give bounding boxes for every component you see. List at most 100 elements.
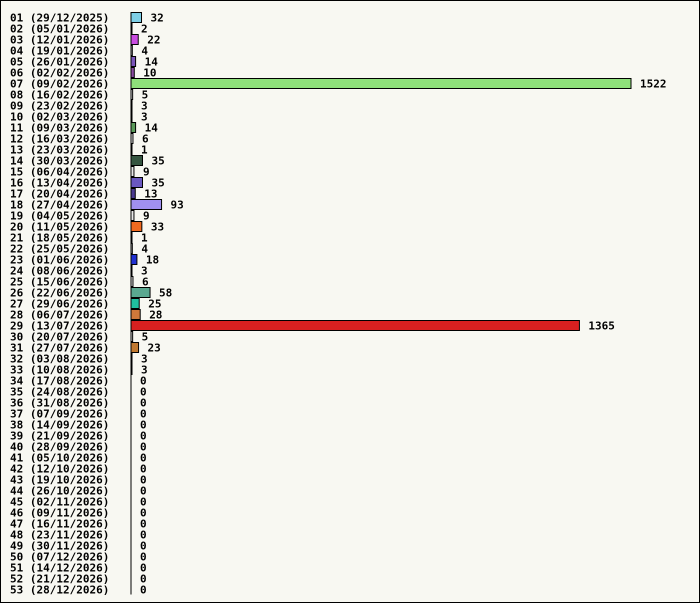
value-label: 14 [145, 56, 159, 69]
category-label: 27 (29/06/2026) [10, 298, 109, 311]
category-label: 50 (07/12/2026) [10, 551, 109, 564]
category-label: 30 (20/07/2026) [10, 331, 109, 344]
value-label: 35 [151, 155, 164, 168]
bar [130, 221, 143, 232]
value-label: 0 [140, 584, 147, 597]
category-label: 53 (28/12/2026) [10, 584, 109, 597]
value-label: 0 [140, 474, 147, 487]
bar [130, 155, 143, 166]
value-label: 6 [142, 133, 149, 146]
value-label: 0 [140, 496, 147, 509]
bar [130, 320, 580, 331]
value-label: 0 [140, 507, 147, 520]
bar [130, 122, 137, 133]
category-label: 32 (03/08/2026) [10, 353, 109, 366]
value-label: 0 [140, 518, 147, 531]
category-label: 17 (20/04/2026) [10, 188, 109, 201]
value-label: 9 [143, 166, 150, 179]
category-label: 49 (30/11/2026) [10, 540, 109, 553]
value-label: 3 [141, 364, 148, 377]
category-label: 09 (23/02/2026) [10, 100, 109, 113]
category-label: 20 (11/05/2026) [10, 221, 109, 234]
category-label: 40 (28/09/2026) [10, 441, 109, 454]
category-label: 15 (06/04/2026) [10, 166, 109, 179]
category-label: 23 (01/06/2026) [10, 254, 109, 267]
category-label: 08 (16/02/2026) [10, 89, 109, 102]
value-label: 25 [148, 298, 161, 311]
category-label: 04 (19/01/2026) [10, 45, 109, 58]
value-label: 0 [140, 408, 147, 421]
value-label: 5 [142, 331, 149, 344]
value-label: 2 [141, 23, 148, 36]
category-label: 10 (02/03/2026) [10, 111, 109, 124]
category-label: 16 (13/04/2026) [10, 177, 109, 190]
value-label: 22 [147, 34, 160, 47]
category-label: 06 (02/02/2026) [10, 67, 109, 80]
value-label: 93 [171, 199, 184, 212]
value-label: 5 [142, 89, 149, 102]
value-label: 6 [142, 276, 149, 289]
bar [130, 298, 140, 309]
category-label: 24 (08/06/2026) [10, 265, 109, 278]
category-label: 03 (12/01/2026) [10, 34, 109, 47]
category-label: 31 (27/07/2026) [10, 342, 109, 355]
bar [130, 177, 143, 188]
category-label: 33 (10/08/2026) [10, 364, 109, 377]
value-label: 0 [140, 430, 147, 443]
value-label: 13 [144, 188, 157, 201]
value-label: 0 [140, 386, 147, 399]
bar [130, 309, 141, 320]
category-label: 12 (16/03/2026) [10, 133, 109, 146]
category-label: 19 (04/05/2026) [10, 210, 109, 223]
category-label: 44 (26/10/2026) [10, 485, 109, 498]
value-label: 0 [140, 573, 147, 586]
value-label: 1365 [588, 320, 615, 333]
value-label: 0 [140, 375, 147, 388]
value-label: 3 [141, 111, 148, 124]
value-label: 4 [141, 45, 148, 58]
category-label: 34 (17/08/2026) [10, 375, 109, 388]
value-label: 9 [143, 210, 150, 223]
value-label: 0 [140, 463, 147, 476]
bar [130, 34, 139, 45]
value-label: 18 [146, 254, 159, 267]
value-label: 28 [149, 309, 162, 322]
value-label: 3 [141, 353, 148, 366]
category-label: 21 (18/05/2026) [10, 232, 109, 245]
value-label: 0 [140, 540, 147, 553]
category-label: 35 (24/08/2026) [10, 386, 109, 399]
value-label: 58 [159, 287, 172, 300]
bar [130, 254, 138, 265]
value-label: 32 [151, 12, 164, 25]
category-label: 11 (09/03/2026) [10, 122, 109, 135]
category-label: 42 (12/10/2026) [10, 463, 109, 476]
category-label: 26 (22/06/2026) [10, 287, 109, 300]
value-label: 33 [151, 221, 164, 234]
value-label: 4 [141, 243, 148, 256]
category-label: 47 (16/11/2026) [10, 518, 109, 531]
bar [130, 12, 143, 23]
bar [130, 78, 632, 89]
value-label: 1 [141, 232, 148, 245]
category-label: 39 (21/09/2026) [10, 430, 109, 443]
category-label: 38 (14/09/2026) [10, 419, 109, 432]
bar [130, 56, 137, 67]
category-label: 02 (05/01/2026) [10, 23, 109, 36]
value-label: 0 [140, 397, 147, 410]
bar [130, 287, 151, 298]
value-label: 0 [140, 562, 147, 575]
bar [130, 188, 136, 199]
value-label: 1 [141, 144, 148, 157]
category-label: 52 (21/12/2026) [10, 573, 109, 586]
category-label: 01 (29/12/2025) [10, 12, 109, 25]
category-label: 28 (06/07/2026) [10, 309, 109, 322]
bar [130, 199, 163, 210]
bar [130, 342, 140, 353]
value-label: 0 [140, 452, 147, 465]
value-label: 0 [140, 419, 147, 432]
category-label: 43 (19/10/2026) [10, 474, 109, 487]
value-label: 0 [140, 441, 147, 454]
category-label: 37 (07/09/2026) [10, 408, 109, 421]
